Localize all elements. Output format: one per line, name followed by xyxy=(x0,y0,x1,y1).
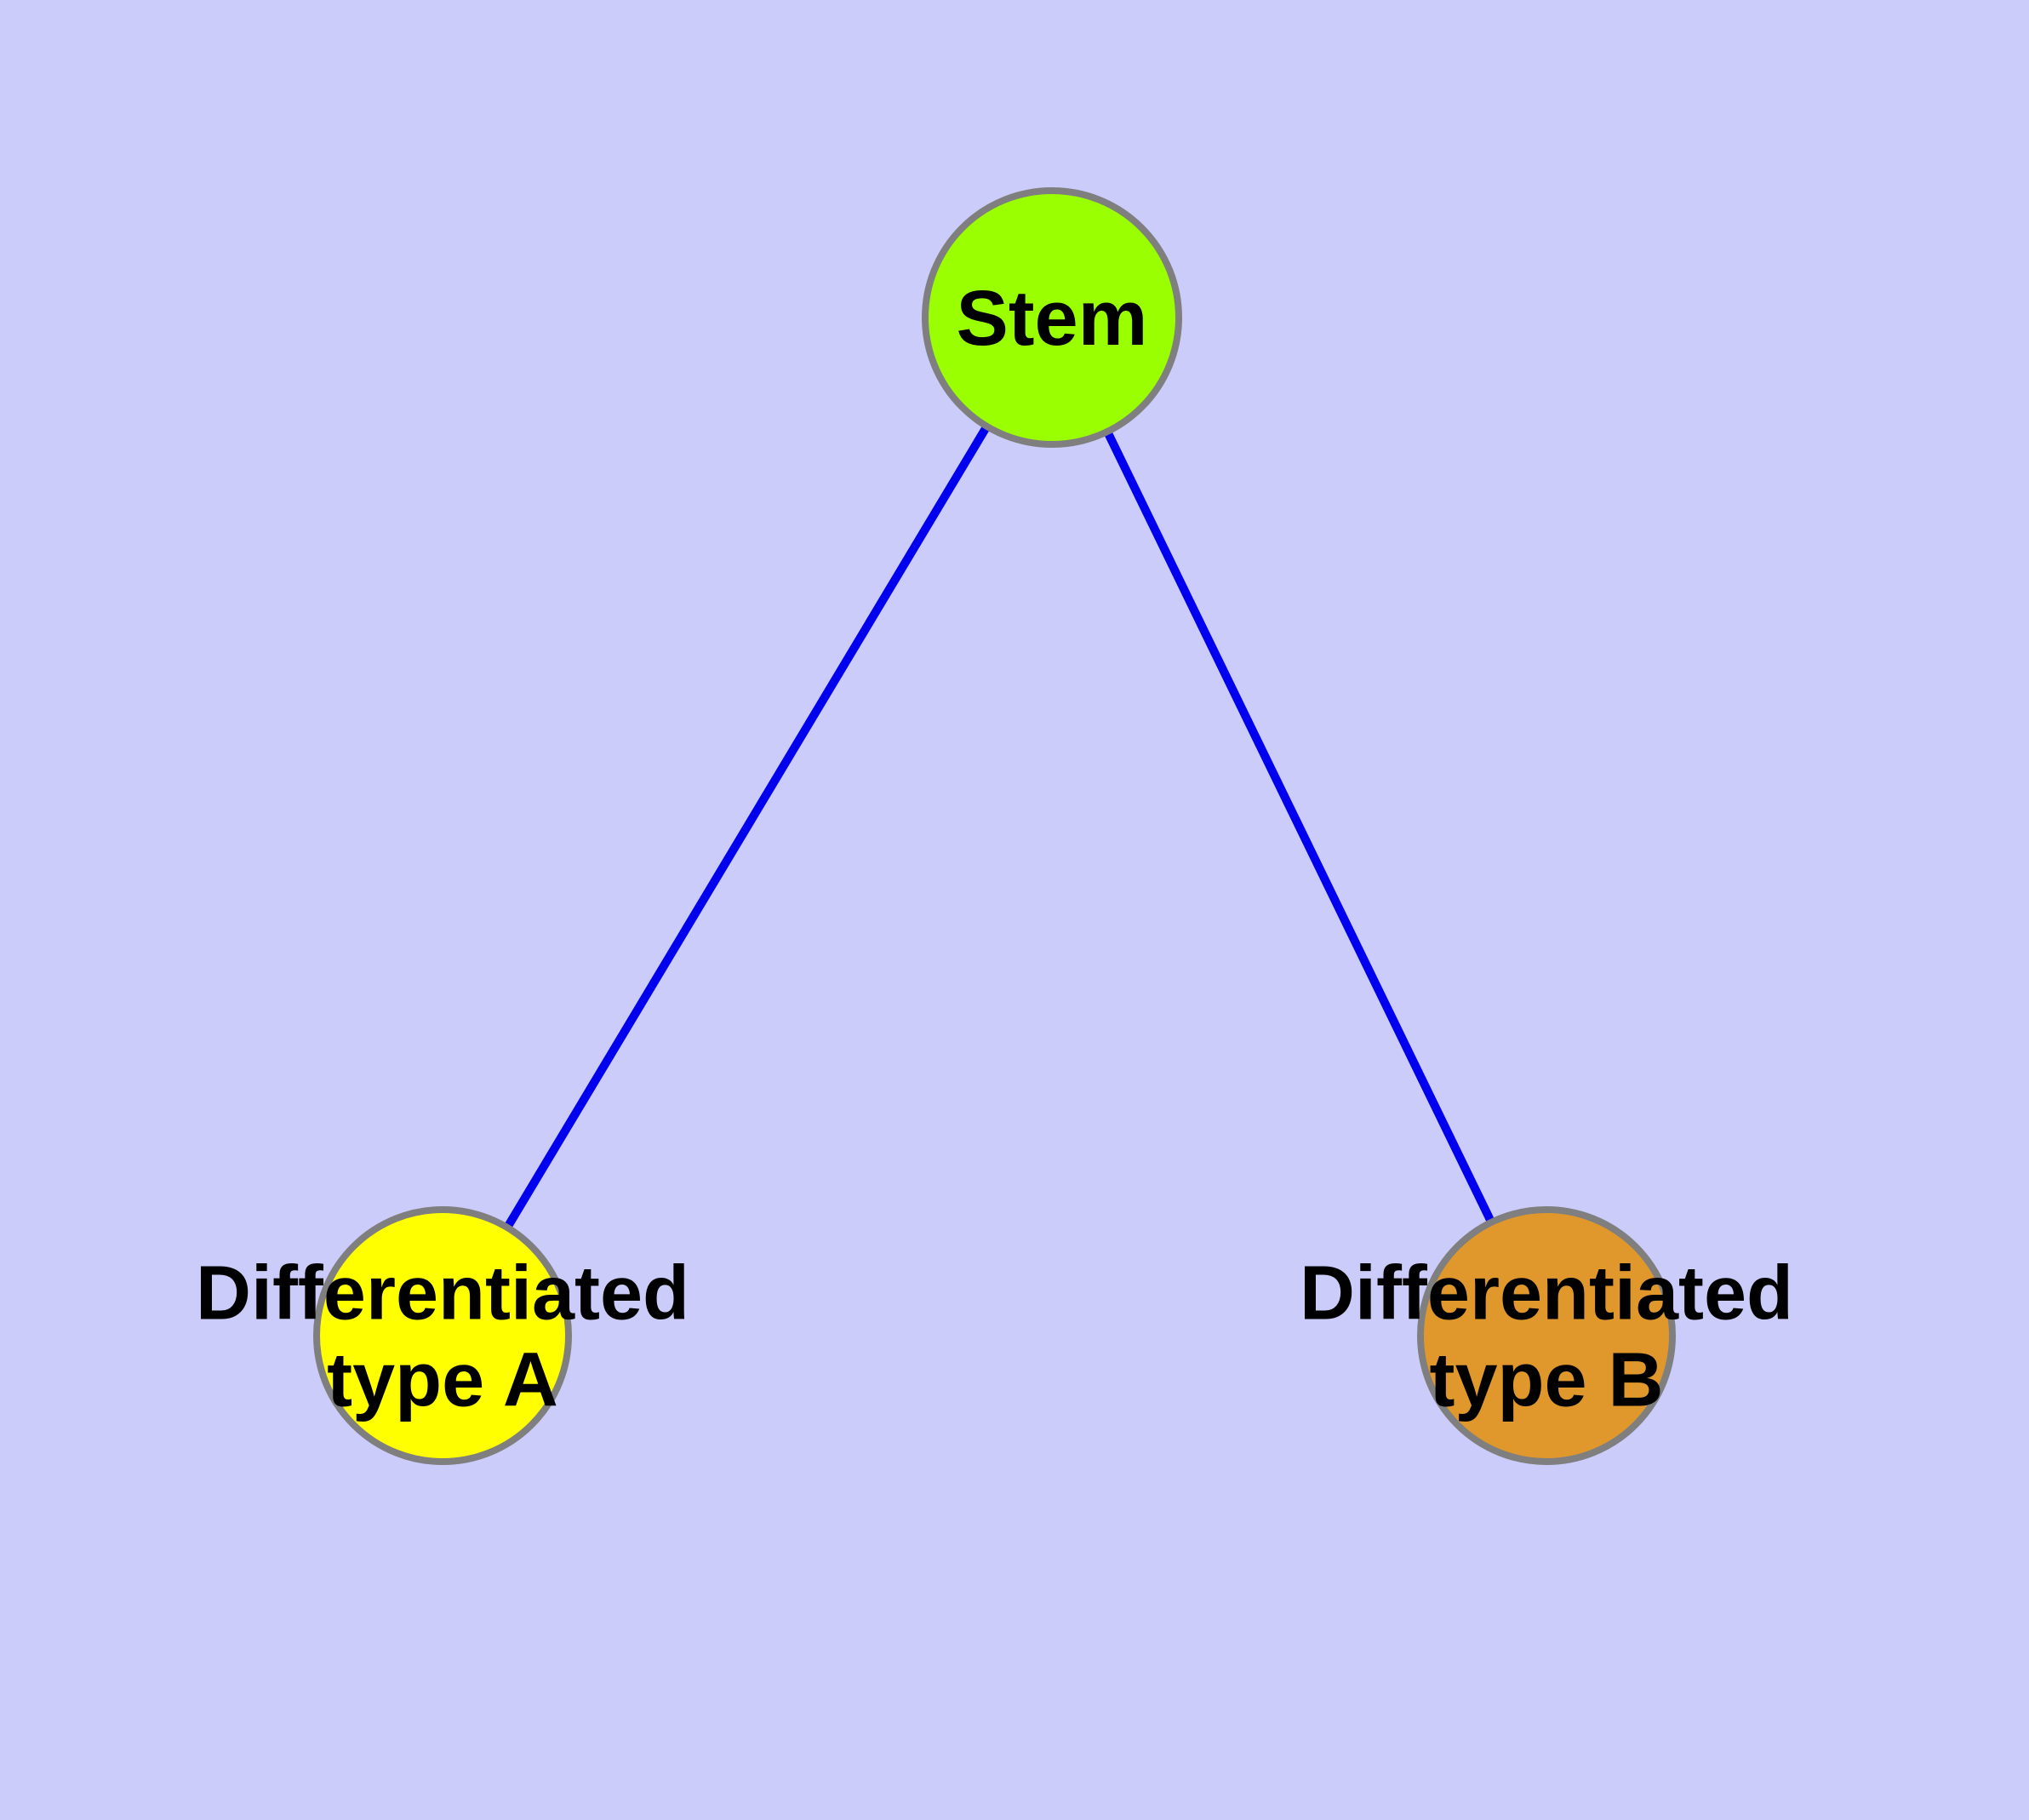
graph-edge-stem-to-diff-b[interactable] xyxy=(1048,315,1551,1338)
graph-node-stem[interactable] xyxy=(922,187,1182,448)
node-label-line: Differentiated xyxy=(196,1251,689,1336)
node-label-line: Differentiated xyxy=(1300,1251,1793,1336)
edges-layer xyxy=(438,315,1551,1338)
graph-node-diff_b[interactable] xyxy=(1417,1206,1676,1465)
node-label-line: type A xyxy=(327,1337,558,1422)
node-label-line: type B xyxy=(1429,1337,1663,1422)
node-label-stem: Stem xyxy=(957,275,1148,362)
nodes-layer xyxy=(313,187,1676,1465)
graph-edge-stem-to-diff-a[interactable] xyxy=(438,315,1056,1338)
node-label-line: Stem xyxy=(957,275,1148,362)
graph-node-diff_a[interactable] xyxy=(313,1206,572,1465)
